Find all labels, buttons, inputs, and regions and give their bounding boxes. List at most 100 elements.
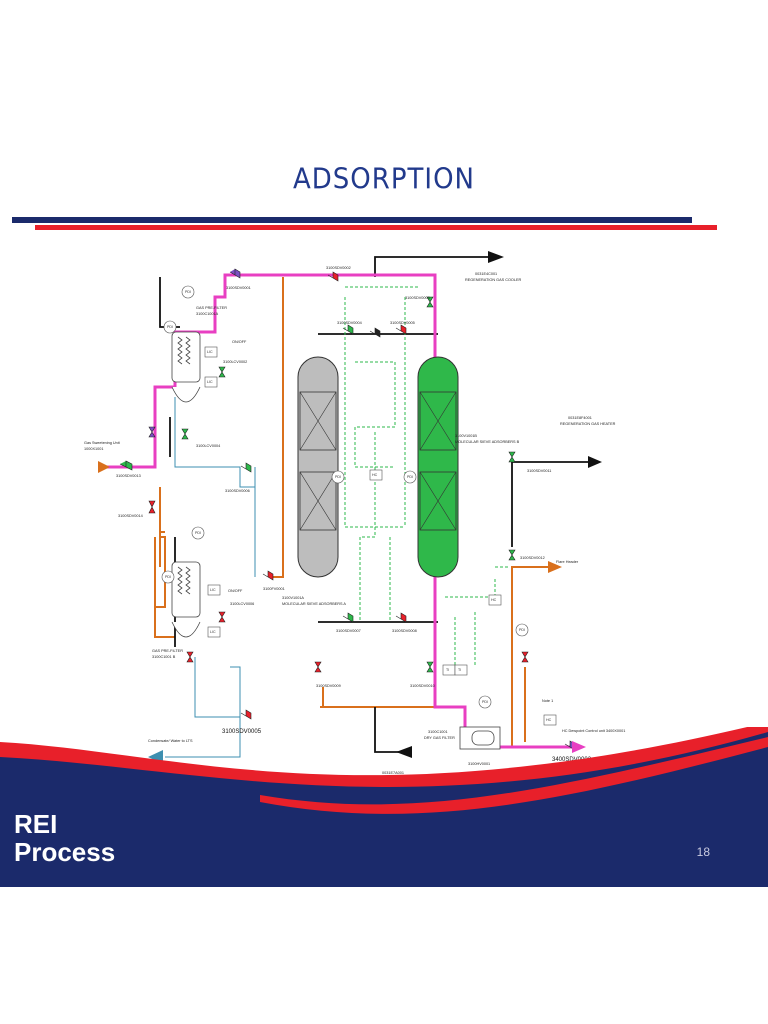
svg-text:3100C1001 B: 3100C1001 B [152, 655, 176, 659]
svg-text:HC Dewpoint Control unit 3400X: HC Dewpoint Control unit 3400X0001 [562, 729, 625, 733]
arrow-gas-in [98, 461, 110, 473]
slide: ADSORPTION [0, 137, 768, 887]
title-underline-navy [12, 217, 692, 223]
svg-text:LIC: LIC [207, 350, 213, 354]
svg-text:PDI: PDI [167, 325, 173, 329]
svg-text:MOLECULAR SIEVE ADSORBERS A: MOLECULAR SIEVE ADSORBERS A [282, 602, 346, 606]
adsorber-b [417, 356, 459, 578]
valve-green [240, 462, 252, 473]
svg-text:3100SDV0004: 3100SDV0004 [337, 321, 362, 325]
rei-process-logo: REI Process [14, 809, 116, 867]
outlet-tag-dewpoint: 3400SDV0002 [552, 757, 592, 763]
svg-text:LIC: LIC [210, 630, 216, 634]
svg-text:Condensate/ Water to LTS: Condensate/ Water to LTS [148, 739, 193, 743]
arrow-regen-heater-2 [396, 746, 412, 758]
svg-text:3100SDV0005: 3100SDV0005 [390, 321, 415, 325]
svg-text:3100SDV0001: 3100SDV0001 [226, 286, 251, 290]
slide-title: ADSORPTION [293, 163, 475, 197]
valve-green [218, 366, 226, 378]
svg-text:PDI: PDI [185, 290, 191, 294]
svg-text:3100SDV0008: 3100SDV0008 [392, 629, 417, 633]
condensate-lines [165, 397, 256, 758]
svg-text:3100SDV0013: 3100SDV0013 [116, 474, 141, 478]
page-number: 18 [696, 845, 710, 859]
svg-text:GAS PRE-FILTER: GAS PRE-FILTER [152, 649, 183, 653]
valve-red [218, 611, 226, 623]
valve-red [327, 271, 339, 282]
svg-text:3100LCV0006: 3100LCV0006 [230, 602, 254, 606]
valve-red [521, 651, 529, 663]
svg-text:3100LCV0002: 3100LCV0002 [223, 360, 247, 364]
svg-text:3100SDV0002: 3100SDV0002 [326, 266, 351, 270]
valve-red [314, 661, 322, 673]
adsorber-a [297, 356, 339, 578]
svg-text:PDI: PDI [407, 475, 413, 479]
svg-text:0031E8F4001: 0031E8F4001 [568, 416, 592, 420]
svg-text:0031E4C001: 0031E4C001 [475, 272, 497, 276]
title-underline-red [35, 225, 717, 230]
svg-text:LIC: LIC [210, 588, 216, 592]
svg-text:TI: TI [458, 668, 461, 672]
svg-text:HC: HC [546, 718, 552, 722]
svg-text:3100SDV0011: 3100SDV0011 [527, 469, 551, 473]
arrow-hc-dewpoint [572, 741, 586, 753]
svg-text:3100C1001A: 3100C1001A [196, 312, 219, 316]
valve-green [426, 296, 434, 308]
svg-text:3100V1001A: 3100V1001A [282, 596, 304, 600]
valve-purple [229, 268, 241, 279]
svg-text:ON/OFF: ON/OFF [228, 589, 243, 593]
svg-text:DRY GAS FILTER: DRY GAS FILTER [424, 736, 455, 740]
svg-text:HC: HC [372, 473, 378, 477]
arrow-flare [548, 561, 562, 573]
svg-text:REGENERATION GAS HEATER: REGENERATION GAS HEATER [560, 422, 616, 426]
valve-green [181, 428, 189, 440]
svg-text:0031E7A001: 0031E7A001 [382, 771, 404, 775]
valve-red [148, 500, 156, 514]
svg-text:1000X1001: 1000X1001 [84, 447, 103, 451]
svg-text:LIC: LIC [207, 380, 213, 384]
svg-text:3100LCV0004: 3100LCV0004 [196, 444, 220, 448]
svg-text:3100SDV0010: 3100SDV0010 [410, 684, 435, 688]
valve-green [426, 661, 434, 673]
valve-green [342, 324, 354, 335]
svg-text:Note 1: Note 1 [542, 699, 553, 703]
footer-wave [0, 727, 768, 887]
dry-gas-filter [459, 726, 501, 750]
svg-text:REGENERATION GAS COOLER: REGENERATION GAS COOLER [465, 278, 522, 282]
svg-text:PDI: PDI [165, 575, 171, 579]
valve-red [262, 570, 274, 581]
valve-green [508, 549, 516, 561]
arrow-regen-cooler [488, 251, 504, 263]
outlet-tag-condensate: 3100SDV0005 [222, 729, 262, 735]
valve-black [369, 327, 381, 338]
pre-filter-b [171, 561, 201, 638]
svg-text:3100HV0001: 3100HV0001 [468, 762, 490, 766]
valve-red [186, 651, 194, 663]
svg-text:3100SDV0007: 3100SDV0007 [336, 629, 361, 633]
svg-text:ON/OFF: ON/OFF [232, 340, 247, 344]
gas-line [105, 273, 575, 749]
valve-red [395, 324, 407, 335]
svg-text:Flare Header: Flare Header [556, 560, 579, 564]
svg-text:3100SDV0012: 3100SDV0012 [520, 556, 545, 560]
signal-lines [344, 286, 510, 667]
svg-text:3100V1001B: 3100V1001B [455, 434, 477, 438]
valve-green [508, 451, 516, 463]
svg-text:3100FV0001: 3100FV0001 [263, 587, 285, 591]
pid-diagram: PDI PDI LIC LIC PDI PDI LIC LIC PDI HC PDI HC … [84, 251, 625, 793]
valve-red [395, 612, 407, 623]
svg-text:3100SDV0003: 3100SDV0003 [405, 296, 430, 300]
valve-purple [148, 426, 156, 438]
svg-text:3100SDV0009: 3100SDV0009 [316, 684, 341, 688]
svg-text:3100SDV0014: 3100SDV0014 [118, 514, 143, 518]
arrow-regen-heater [588, 456, 602, 468]
svg-text:PDI: PDI [519, 628, 525, 632]
valve-green [119, 460, 133, 471]
svg-text:3100SDV0006: 3100SDV0006 [225, 489, 250, 493]
process-lines [154, 277, 550, 748]
svg-text:PDI: PDI [195, 531, 201, 535]
valve-red [240, 709, 252, 720]
svg-text:GAS PRE-FILTER: GAS PRE-FILTER [196, 306, 227, 310]
svg-text:HC: HC [491, 598, 497, 602]
